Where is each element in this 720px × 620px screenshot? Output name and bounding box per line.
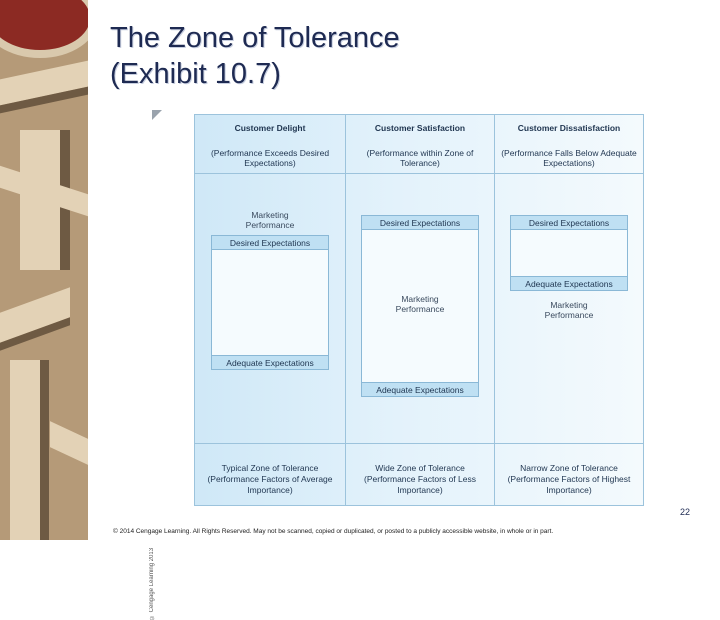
slide-title-line-1: The Zone of Tolerance <box>110 22 400 54</box>
adequate-expectations-label: Adequate Expectations <box>510 276 628 291</box>
column-subheading: (Performance Falls Below Adequate Expect… <box>501 148 637 168</box>
tolerance-band <box>211 235 329 370</box>
adequate-expectations-label: Adequate Expectations <box>211 355 329 370</box>
zone-description-typical: Typical Zone of Tolerance (Performance F… <box>207 463 333 495</box>
slide-title: The Zone of Tolerance (Exhibit 10.7) <box>110 20 400 92</box>
marketing-performance-label: Marketing Performance <box>544 300 594 320</box>
marketing-performance-label: Marketing Performance <box>395 294 445 314</box>
column-heading: Customer Dissatisfaction <box>517 123 621 133</box>
header-divider <box>195 173 643 174</box>
column-heading: Customer Delight <box>234 123 306 133</box>
maze-hole <box>0 0 88 58</box>
desired-expectations-label: Desired Expectations <box>361 215 479 230</box>
exhibit-grid: Customer Delight (Performance Exceeds De… <box>194 114 644 506</box>
column-heading: Customer Satisfaction <box>374 123 466 133</box>
column-header-delight: Customer Delight (Performance Exceeds De… <box>196 115 344 173</box>
adequate-expectations-label: Adequate Expectations <box>361 382 479 397</box>
column-subheading: (Performance Exceeds Desired Expectation… <box>210 148 330 168</box>
desired-expectations-label: Desired Expectations <box>211 235 329 250</box>
maze-background-image <box>0 0 88 540</box>
page-fold-corner <box>152 110 162 120</box>
column-header-satisfaction: Customer Satisfaction (Performance withi… <box>346 115 494 173</box>
zone-description-narrow: Narrow Zone of Tolerance (Performance Fa… <box>507 463 631 495</box>
zone-description-wide: Wide Zone of Tolerance (Performance Fact… <box>364 463 476 495</box>
zone-of-tolerance-exhibit: © Cengage Learning 2013 Customer Delight… <box>149 110 647 620</box>
column-subheading: (Performance within Zone of Tolerance) <box>366 148 474 168</box>
desired-expectations-label: Desired Expectations <box>510 215 628 230</box>
slide-title-line-2: (Exhibit 10.7) <box>110 58 281 90</box>
column-divider <box>494 115 495 505</box>
marketing-performance-label: Marketing Performance <box>245 210 295 230</box>
column-header-dissatisfaction: Customer Dissatisfaction (Performance Fa… <box>495 115 643 173</box>
column-divider <box>345 115 346 505</box>
page-number: 22 <box>680 507 691 517</box>
image-credit: © Cengage Learning 2013 <box>149 547 155 620</box>
footer-divider <box>195 443 643 444</box>
copyright-footer: © 2014 Cengage Learning. All Rights Rese… <box>113 528 554 535</box>
